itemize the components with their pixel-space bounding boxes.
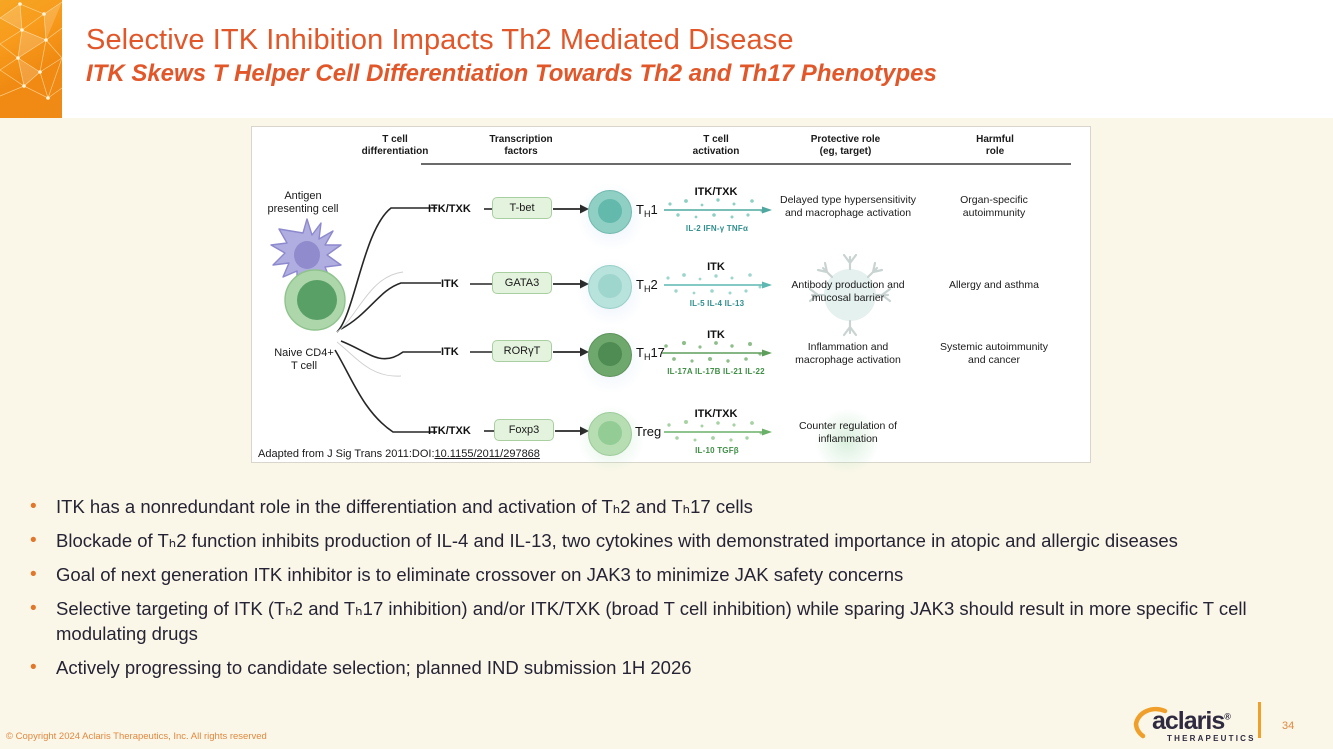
diagram-row-th2: ITK GATA3 TH2 ITK IL-5 IL-4 IL-13 — [0, 253, 1039, 337]
cytokine-list: IL-17A IL-17B IL-21 IL-22 — [667, 367, 765, 376]
bullet-marker: • — [30, 598, 37, 619]
cell-name-label: TH17 — [636, 345, 665, 362]
bullet-text: Actively progressing to candidate select… — [56, 657, 692, 678]
row-kinase-label: ITK/TXK — [428, 425, 471, 437]
cell-name-label: Treg — [635, 424, 662, 439]
bullet-marker: • — [30, 496, 37, 517]
bullet-marker: • — [30, 657, 37, 678]
page-subtitle: ITK Skews T Helper Cell Differentiation … — [86, 60, 937, 87]
connector-lines — [334, 207, 441, 433]
activation-kinase-label: ITK — [707, 329, 725, 341]
transcription-factor-box: RORγT — [492, 340, 552, 362]
naive-cd4-t-cell-icon — [284, 269, 346, 331]
list-item: • ITK has a nonredundant role in the dif… — [14, 494, 1324, 519]
logo-tagline: THERAPEUTICS — [1167, 734, 1256, 743]
page-title: Selective ITK Inhibition Impacts Th2 Med… — [86, 24, 794, 56]
naive-t-cell-label: Naive CD4+T cell — [274, 347, 334, 372]
logo-wordmark: aclaris® — [1152, 707, 1231, 735]
cell-cluster-illustration — [270, 218, 346, 331]
row-kinase-label: ITK — [441, 278, 459, 290]
protective-glow — [812, 406, 882, 476]
diagram-row-th1: ITK/TXK T-bet TH1 ITK/TXK IL-2 IFN-γ TNF… — [0, 182, 1028, 252]
factor-to-cell-arrow — [553, 204, 589, 214]
t-cell-nucleus — [598, 274, 622, 298]
bullet-list: • ITK has a nonredundant role in the dif… — [14, 494, 1324, 689]
cytokine-release-arrow — [662, 341, 772, 363]
cytokine-release-arrow — [664, 420, 772, 442]
cell-name-label: TH1 — [636, 202, 658, 219]
cytokine-list: IL-10 TGFβ — [695, 446, 739, 455]
cytokine-release-arrow — [664, 273, 772, 295]
t-cell-nucleus — [598, 199, 622, 223]
kinase-connector-line — [470, 351, 492, 353]
cytokine-list: IL-5 IL-4 IL-13 — [689, 299, 745, 308]
transcription-factor-box: Foxp3 — [494, 419, 554, 441]
transcription-factor-box: T-bet — [492, 197, 552, 219]
t-cell-nucleus — [598, 342, 622, 366]
registered-mark: ® — [1224, 711, 1231, 722]
logo-divider — [1258, 702, 1261, 738]
list-item: • Actively progressing to candidate sele… — [14, 655, 1324, 680]
bullet-marker: • — [30, 564, 37, 585]
diagram-row-th17: ITK RORγT TH17 ITK IL-17A IL-17B IL-21 I… — [0, 325, 1048, 395]
decorative-network-graphic — [0, 0, 62, 118]
t-cell-circle — [588, 333, 632, 377]
activation-kinase-label: ITK/TXK — [694, 408, 738, 420]
header-rule — [421, 163, 1071, 165]
cell-name-label: TH2 — [636, 277, 658, 294]
antibody-icon — [808, 253, 892, 337]
bullet-text: Goal of next generation ITK inhibitor is… — [56, 564, 904, 585]
bullet-text: Selective targeting of ITK (Tₕ2 and Tₕ17… — [56, 598, 1247, 644]
bullet-text: Blockade of Tₕ2 function inhibits produc… — [56, 530, 1178, 551]
row-kinase-label: ITK/TXK — [428, 203, 471, 215]
source-citation: Adapted from J Sig Trans 2011:DOI:10.115… — [256, 447, 542, 461]
list-item: • Blockade of Tₕ2 function inhibits prod… — [14, 528, 1324, 553]
page-number: 34 — [1282, 720, 1295, 732]
aclaris-logo-arc — [1133, 706, 1168, 739]
t-cell-nucleus — [598, 421, 622, 445]
citation-doi: 10.1155/2011/297868 — [434, 448, 540, 460]
copyright-notice: © Copyright 2024 Aclaris Therapeutics, I… — [6, 731, 267, 742]
kinase-connector-line — [470, 283, 492, 285]
column-header-protective: Protective role(eg, target) — [810, 134, 881, 157]
list-item: • Selective targeting of ITK (Tₕ2 and Tₕ… — [14, 596, 1324, 646]
factor-to-cell-arrow — [553, 279, 589, 289]
diagram-panel — [251, 126, 1091, 463]
factor-to-cell-arrow — [553, 347, 589, 357]
cytokine-list: IL-2 IFN-γ TNFα — [685, 224, 749, 233]
diagram-row-treg: ITK/TXK Foxp3 Treg ITK/TXK IL-10 TGFβ Co… — [0, 404, 897, 476]
header-band: Selective ITK Inhibition Impacts Th2 Med… — [0, 0, 1333, 118]
transcription-factor-box: GATA3 — [492, 272, 552, 294]
bullet-marker: • — [30, 530, 37, 551]
row-kinase-label: ITK — [441, 346, 459, 358]
list-item: • Goal of next generation ITK inhibitor … — [14, 562, 1324, 587]
bullet-text: ITK has a nonredundant role in the diffe… — [56, 496, 753, 517]
harmful-role-text: Allergy and asthma — [949, 279, 1039, 291]
activation-kinase-label: ITK — [707, 261, 725, 273]
factor-to-cell-arrow — [555, 426, 589, 436]
cytokine-release-arrow — [664, 198, 772, 219]
activation-kinase-label: ITK/TXK — [694, 186, 738, 198]
